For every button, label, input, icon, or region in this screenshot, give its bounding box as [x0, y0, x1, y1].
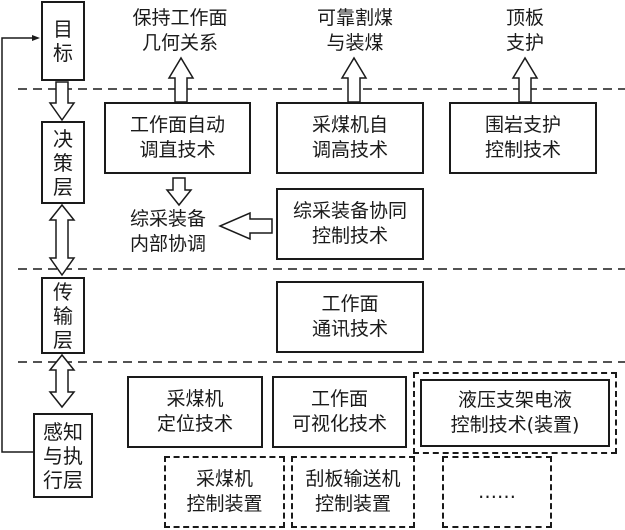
feedback-loop-line — [1, 37, 36, 453]
goal-face-geometry: 保持工作面 几何关系 — [132, 7, 228, 54]
layer-goal: 目 标 — [41, 1, 85, 81]
face-visualization-tech: 工作面 可视化技术 — [272, 376, 407, 448]
arrow-decision-transmission-icon — [48, 203, 76, 277]
more-devices: …… — [442, 456, 552, 528]
arrow-transmission-perception-icon — [48, 353, 76, 409]
face-straightening-tech: 工作面自动 调直技术 — [104, 102, 251, 174]
shearer-height-tech: 采煤机自 调高技术 — [276, 102, 424, 174]
layer-transmission: 传 输 层 — [41, 277, 85, 354]
arrow-up-face-geometry-icon — [167, 56, 195, 103]
layer-perception-execution: 感知 与执 行层 — [33, 413, 93, 498]
arrow-left-internal-coordination-icon — [218, 211, 273, 241]
face-communication-tech: 工作面 通讯技术 — [276, 281, 424, 353]
feedback-arrowhead-icon — [32, 35, 40, 41]
hydraulic-support-control-tech: 液压支架电液 控制技术(装置) — [420, 379, 610, 447]
internal-coordination: 综采装备 内部协调 — [129, 208, 206, 255]
layer-decision: 决 策 层 — [41, 121, 85, 204]
arrow-down-internal-coordination-icon — [165, 177, 193, 207]
goal-cutting-loading: 可靠割煤 与装煤 — [316, 7, 393, 54]
rock-support-control-tech: 围岩支护 控制技术 — [449, 102, 597, 174]
shearer-control-device: 采煤机 控制装置 — [164, 456, 285, 528]
goal-roof-support: 顶板 支护 — [505, 7, 544, 54]
arrow-up-cutting-loading-icon — [340, 56, 368, 103]
arrow-goal-to-decision-icon — [48, 81, 76, 122]
arrow-up-roof-support-icon — [511, 56, 539, 103]
conveyor-control-device: 刮板输送机 控制装置 — [291, 456, 415, 528]
collaborative-control-tech: 综采装备协同 控制技术 — [276, 188, 424, 260]
shearer-positioning-tech: 采煤机 定位技术 — [127, 376, 263, 448]
hydraulic-support-outer-frame: 液压支架电液 控制技术(装置) — [413, 372, 617, 454]
